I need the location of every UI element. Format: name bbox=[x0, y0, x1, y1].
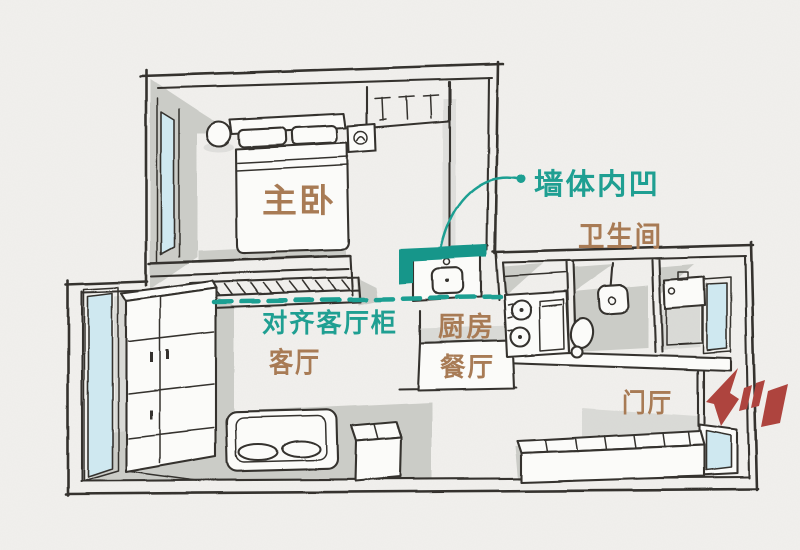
bedroom-furniture bbox=[205, 80, 490, 255]
annotation-leader-line bbox=[439, 176, 522, 250]
bathroom-corner-shadow bbox=[573, 264, 614, 293]
sketch-drawing bbox=[64, 60, 760, 497]
nightstand-lamp-icon bbox=[353, 130, 369, 146]
dining-edge-shadow bbox=[420, 326, 512, 344]
wall-recess-highlight-icon bbox=[399, 245, 487, 284]
burner-center bbox=[519, 308, 523, 312]
sofa-back bbox=[234, 415, 328, 463]
entry-upper-shadow bbox=[582, 408, 698, 438]
entry-furniture bbox=[515, 429, 706, 484]
utility-cabinet bbox=[665, 305, 703, 346]
shoe-bench-front bbox=[519, 443, 706, 484]
entry-arrow-dash-3 bbox=[761, 384, 788, 427]
wardrobe-handle bbox=[150, 410, 153, 419]
right-block-top-wall-inner bbox=[501, 254, 748, 264]
utility-faucet-icon bbox=[677, 271, 689, 281]
entry-arrow-dash-1 bbox=[739, 385, 752, 411]
bottom-wall-outer bbox=[64, 487, 760, 496]
floor-edge-line bbox=[125, 470, 201, 482]
living-room-window-frame bbox=[83, 286, 119, 482]
right-block-top-wall-outer bbox=[491, 243, 755, 254]
burner-center bbox=[518, 335, 522, 339]
label-kitchen: 厨房 bbox=[438, 312, 495, 343]
wall-hung-basin bbox=[597, 284, 630, 316]
wardrobe-handle bbox=[166, 349, 169, 359]
bed-pillow-right bbox=[289, 125, 339, 146]
bedroom-window-frame bbox=[156, 97, 180, 264]
bathroom-fixtures bbox=[569, 261, 707, 359]
bedroom-bottom-wall-inner bbox=[149, 267, 350, 278]
label-dining-room: 餐厅 bbox=[440, 353, 495, 383]
coffee-table-split bbox=[373, 423, 379, 440]
bedside-stool bbox=[205, 120, 233, 148]
wardrobe-handle bbox=[150, 352, 153, 362]
entry-wall-stub bbox=[696, 369, 706, 428]
kitchen-fixtures bbox=[411, 253, 571, 359]
entry-direction-arrow-icon bbox=[706, 368, 788, 427]
kitchen-corner-shadow bbox=[504, 263, 542, 297]
bedroom-right-wall-inner bbox=[485, 76, 491, 252]
utility-window bbox=[706, 282, 728, 351]
nightstand bbox=[346, 122, 378, 155]
stove-frame bbox=[502, 289, 571, 359]
bed-pillow-left bbox=[237, 127, 287, 148]
entry-arrow-dash-2 bbox=[751, 380, 765, 408]
bedroom-window bbox=[160, 111, 175, 255]
basin-stand-pipe bbox=[609, 261, 615, 290]
kitchen-counter-line bbox=[503, 271, 567, 277]
wardrobe-door-panels bbox=[127, 295, 215, 464]
entry-arrow-head bbox=[706, 368, 739, 426]
label-wall-recess-note: 墙体内凹 bbox=[534, 167, 660, 201]
label-entry-hall: 门厅 bbox=[622, 389, 673, 419]
right-inner-wall bbox=[743, 254, 751, 480]
kitchen-sink-drain bbox=[445, 279, 449, 283]
utility-window-frame bbox=[702, 276, 732, 354]
teal-annotations bbox=[211, 174, 526, 305]
entry-door-leaf bbox=[705, 430, 732, 471]
utility-sink bbox=[662, 275, 707, 311]
stove-knobs bbox=[507, 303, 513, 332]
stove-grill bbox=[538, 298, 565, 352]
label-master-bedroom: 主卧 bbox=[262, 181, 336, 220]
utility-sink-drain bbox=[668, 287, 676, 295]
annotation-leader-dot-icon bbox=[516, 174, 526, 184]
room-labels: 主卧 卫生间 客厅 厨房 餐厅 门厅 墙体内凹 对齐客厅柜 bbox=[262, 167, 673, 419]
nightstand-lamp-scribble bbox=[356, 136, 366, 142]
dining-table bbox=[416, 339, 516, 392]
doorway-stub bbox=[348, 255, 354, 297]
label-align-cabinet-note: 对齐客厅柜 bbox=[262, 308, 398, 339]
bed-blanket-fold bbox=[236, 156, 349, 172]
living-room-window bbox=[87, 292, 113, 478]
kitchen-left-wall-stub bbox=[494, 250, 508, 302]
toilet-flush bbox=[570, 345, 584, 359]
bathroom-utility-divider bbox=[650, 258, 664, 354]
living-strip-top-wall bbox=[64, 279, 149, 286]
utility-cabinet-shadow bbox=[660, 306, 700, 350]
living-room-furniture bbox=[119, 275, 516, 483]
sofa-cushion-right bbox=[280, 439, 322, 459]
bedroom-top-wall-inner bbox=[155, 76, 494, 90]
label-bathroom: 卫生间 bbox=[578, 220, 663, 253]
bed-mattress bbox=[234, 141, 351, 255]
bedroom-bottom-wall-outer bbox=[147, 254, 352, 265]
coffee-table-front bbox=[353, 435, 403, 483]
sofa-cushion-left bbox=[237, 442, 279, 462]
bedroom-top-wall-outer bbox=[138, 62, 505, 78]
alignment-dashed-line-icon bbox=[211, 294, 503, 305]
clothes-hangers-icon bbox=[374, 94, 439, 121]
right-outer-wall bbox=[749, 240, 759, 492]
windows-layer bbox=[83, 97, 739, 482]
bedroom-right-wall-outer bbox=[493, 60, 500, 255]
shoe-bench-planks bbox=[544, 431, 691, 453]
basin-drain bbox=[607, 296, 617, 306]
wardrobe-body bbox=[124, 286, 218, 474]
label-living-room: 客厅 bbox=[269, 346, 321, 379]
